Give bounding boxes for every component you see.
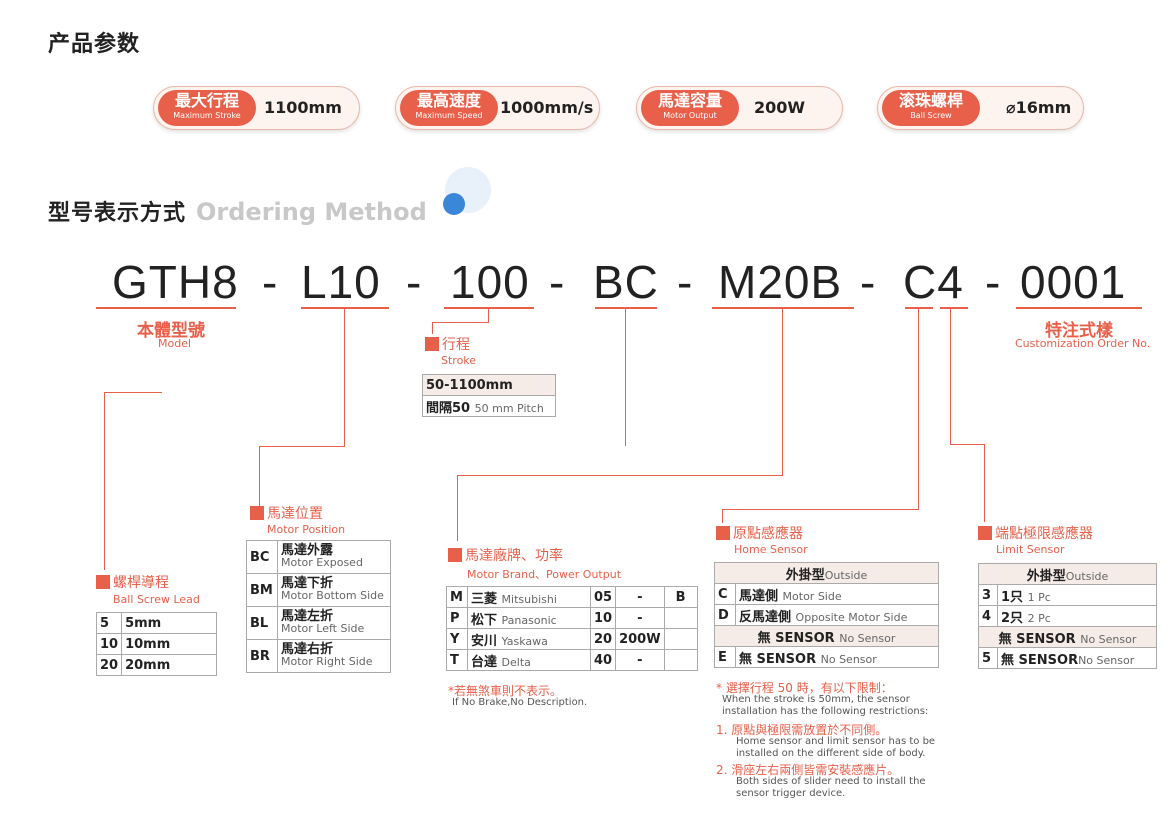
stroke-title: 行程 <box>425 334 470 354</box>
connector <box>722 509 723 523</box>
underline-bc <box>595 307 657 309</box>
code-m20b: M20B <box>718 256 843 308</box>
connector <box>104 392 162 393</box>
section-title-params: 产品参数 <box>48 32 141 57</box>
code-bc: BC <box>593 256 659 308</box>
connector <box>259 446 260 506</box>
lead-title-en: Ball Screw Lead <box>113 593 200 606</box>
underline-100 <box>444 307 534 309</box>
decor-dot <box>443 193 465 215</box>
custom-label: 特注式樣 <box>1045 321 1113 341</box>
code-100: 100 <box>450 256 530 308</box>
brand-note: *若無煞車則不表示。 <box>448 684 563 698</box>
underline-4 <box>940 307 968 309</box>
connector <box>432 322 433 334</box>
connector <box>432 322 489 323</box>
limit-title: 端點極限感應器 <box>978 523 1093 543</box>
connector <box>782 309 783 475</box>
lead-title: 螺桿導程 <box>96 572 169 592</box>
home-title-en: Home Sensor <box>734 543 808 556</box>
connector <box>457 475 458 541</box>
stroke-title-en: Stroke <box>441 354 477 367</box>
model-label-en: Model <box>158 337 192 350</box>
code-0001: 0001 <box>1020 256 1127 308</box>
brand-title-en: Motor Brand、Power Output <box>467 568 622 581</box>
code-gth8: GTH8 <box>112 256 239 308</box>
connector <box>722 509 919 510</box>
stroke-range: 50-1100mm <box>422 374 556 396</box>
underline-l10 <box>301 307 389 309</box>
connector <box>259 446 345 447</box>
connector <box>104 392 105 570</box>
code-dash: - <box>985 256 1002 308</box>
code-l10: L10 <box>301 256 381 308</box>
custom-label-en: Customization Order No. <box>1015 337 1151 350</box>
code-dash: - <box>677 256 694 308</box>
underline-custom <box>1016 307 1142 309</box>
code-dash: - <box>262 256 279 308</box>
connector <box>488 309 489 322</box>
brand-note-en: If No Brake,No Description. <box>452 697 588 708</box>
underline-c <box>905 307 933 309</box>
connector <box>625 309 626 446</box>
connector <box>457 475 783 476</box>
connector <box>950 309 951 444</box>
connector <box>918 309 919 509</box>
limit-title-en: Limit Sensor <box>996 543 1065 556</box>
connector <box>344 309 345 446</box>
code-dash: - <box>860 256 877 308</box>
home-title: 原點感應器 <box>716 523 803 543</box>
motorpos-title: 馬達位置 <box>250 503 323 523</box>
code-dash: - <box>549 256 566 308</box>
connector <box>950 444 984 445</box>
underline-m20b <box>712 307 854 309</box>
connector <box>984 444 985 522</box>
code-c4: C4 <box>903 256 964 308</box>
code-dash: - <box>406 256 423 308</box>
brand-title: 馬達廠牌、功率 <box>448 545 563 565</box>
model-label: 本體型號 <box>137 321 205 341</box>
stroke-table: 50-1100mm 間隔50 50 mm Pitch <box>422 374 556 417</box>
motorpos-title-en: Motor Position <box>267 523 346 536</box>
sensor-notes: * 選擇行程 50 時，有以下限制： When the stroke is 50… <box>716 681 936 799</box>
underline-model <box>96 307 236 309</box>
